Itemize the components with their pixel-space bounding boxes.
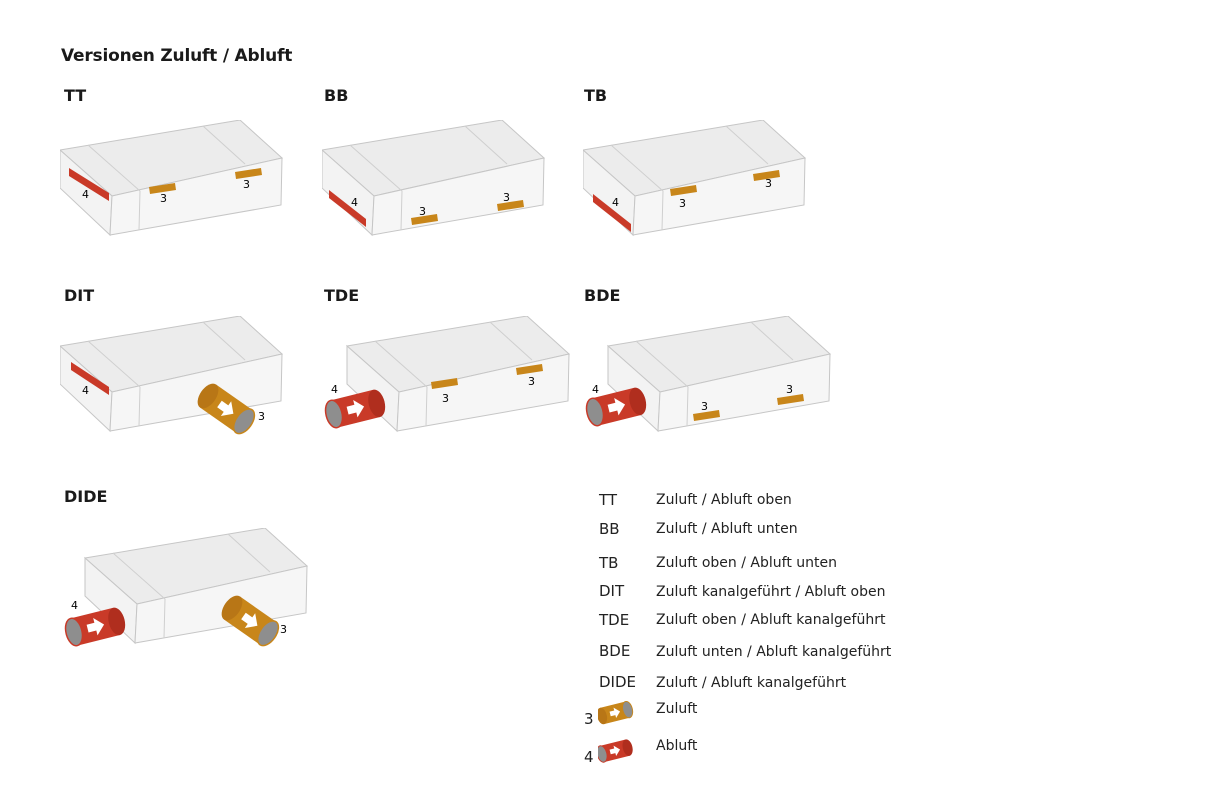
- legend-desc-bde: Zuluft unten / Abluft kanalgeführt: [656, 644, 892, 660]
- legend-code-tb: TB: [599, 554, 619, 572]
- supply-grille-tb-1: [670, 185, 697, 196]
- supply-marker-dide: 3: [280, 623, 287, 636]
- key-label-supply: Zuluft: [656, 701, 698, 717]
- supply-grille-bde-2: [777, 394, 804, 405]
- supply-marker-tt-2: 3: [243, 178, 250, 191]
- supply-marker-tb-2: 3: [765, 177, 772, 190]
- exhaust-marker-bde: 4: [592, 383, 599, 396]
- supply-marker-bde-2: 3: [786, 383, 793, 396]
- supply-grille-bb-2: [497, 200, 524, 211]
- supply-grille-tt-2: [235, 168, 262, 179]
- page-title: Versionen Zuluft / Abluft: [61, 46, 293, 66]
- legend-code-tt: TT: [599, 491, 618, 509]
- legend-code-bb: BB: [599, 520, 620, 538]
- exhaust-marker-tde: 4: [331, 383, 338, 396]
- exhaust-grille-tt: [69, 168, 109, 201]
- supply-marker-dit: 3: [258, 410, 265, 423]
- unit-diagram-bde: 4 3 3: [583, 316, 831, 432]
- exhaust-duct-dide: [62, 605, 129, 649]
- unit-diagram-bb: 4 3 3: [322, 120, 545, 236]
- version-label-dide: DIDE: [64, 487, 108, 506]
- legend-desc-tde: Zuluft oben / Abluft kanalgeführt: [656, 612, 886, 628]
- version-label-bde: BDE: [584, 286, 621, 305]
- legend-desc-dit: Zuluft kanalgeführt / Abluft oben: [656, 584, 886, 600]
- legend-code-bde: BDE: [599, 642, 631, 660]
- supply-marker-bb-1: 3: [419, 205, 426, 218]
- exhaust-marker-tt: 4: [82, 188, 89, 201]
- supply-grille-bb-1: [411, 214, 438, 225]
- unit-diagram-tde: 4 3 3: [322, 316, 570, 432]
- unit-diagram-dit: 4 3: [60, 316, 283, 439]
- legend-desc-tt: Zuluft / Abluft oben: [656, 492, 792, 508]
- supply-marker-bde-1: 3: [701, 400, 708, 413]
- exhaust-grille-tb: [593, 194, 631, 232]
- legend-desc-tb: Zuluft oben / Abluft unten: [656, 555, 837, 571]
- version-label-dit: DIT: [64, 286, 95, 305]
- key-label-exhaust: Abluft: [656, 738, 698, 754]
- version-label-tb: TB: [584, 86, 608, 105]
- legend-desc-dide: Zuluft / Abluft kanalgeführt: [656, 675, 847, 691]
- legend-code-tde: TDE: [599, 611, 630, 629]
- supply-marker-tt-1: 3: [160, 192, 167, 205]
- exhaust-duct-icon: [598, 739, 634, 764]
- supply-grille-bde-1: [693, 410, 720, 421]
- legend-code-dide: DIDE: [599, 673, 637, 691]
- exhaust-grille-bb: [329, 190, 366, 227]
- key-number-supply: 3: [584, 710, 594, 728]
- exhaust-marker-dit: 4: [82, 384, 89, 397]
- unit-diagram-tb: 4 3 3: [583, 120, 806, 236]
- supply-marker-bb-2: 3: [503, 191, 510, 204]
- supply-marker-tde-2: 3: [528, 375, 535, 388]
- version-label-tt: TT: [64, 86, 87, 105]
- exhaust-marker-dide: 4: [71, 599, 78, 612]
- exhaust-marker-bb: 4: [351, 196, 358, 209]
- supply-marker-tb-1: 3: [679, 197, 686, 210]
- exhaust-marker-tb: 4: [612, 196, 619, 209]
- unit-diagram-dide: 4 3: [62, 528, 308, 651]
- exhaust-grille-dit: [71, 362, 109, 395]
- version-label-tde: TDE: [324, 286, 360, 305]
- unit-diagram-tt: 4 3 3: [60, 120, 283, 236]
- supply-grille-tde-2: [516, 364, 543, 375]
- legend-desc-bb: Zuluft / Abluft unten: [656, 521, 798, 537]
- supply-grille-tde-1: [431, 378, 458, 389]
- legend-code-dit: DIT: [599, 582, 625, 600]
- version-label-bb: BB: [324, 86, 349, 105]
- supply-marker-tde-1: 3: [442, 392, 449, 405]
- key-number-exhaust: 4: [584, 748, 594, 766]
- supply-duct-icon: [598, 701, 634, 726]
- supply-grille-tt-1: [149, 183, 176, 194]
- supply-grille-tb-2: [753, 170, 780, 181]
